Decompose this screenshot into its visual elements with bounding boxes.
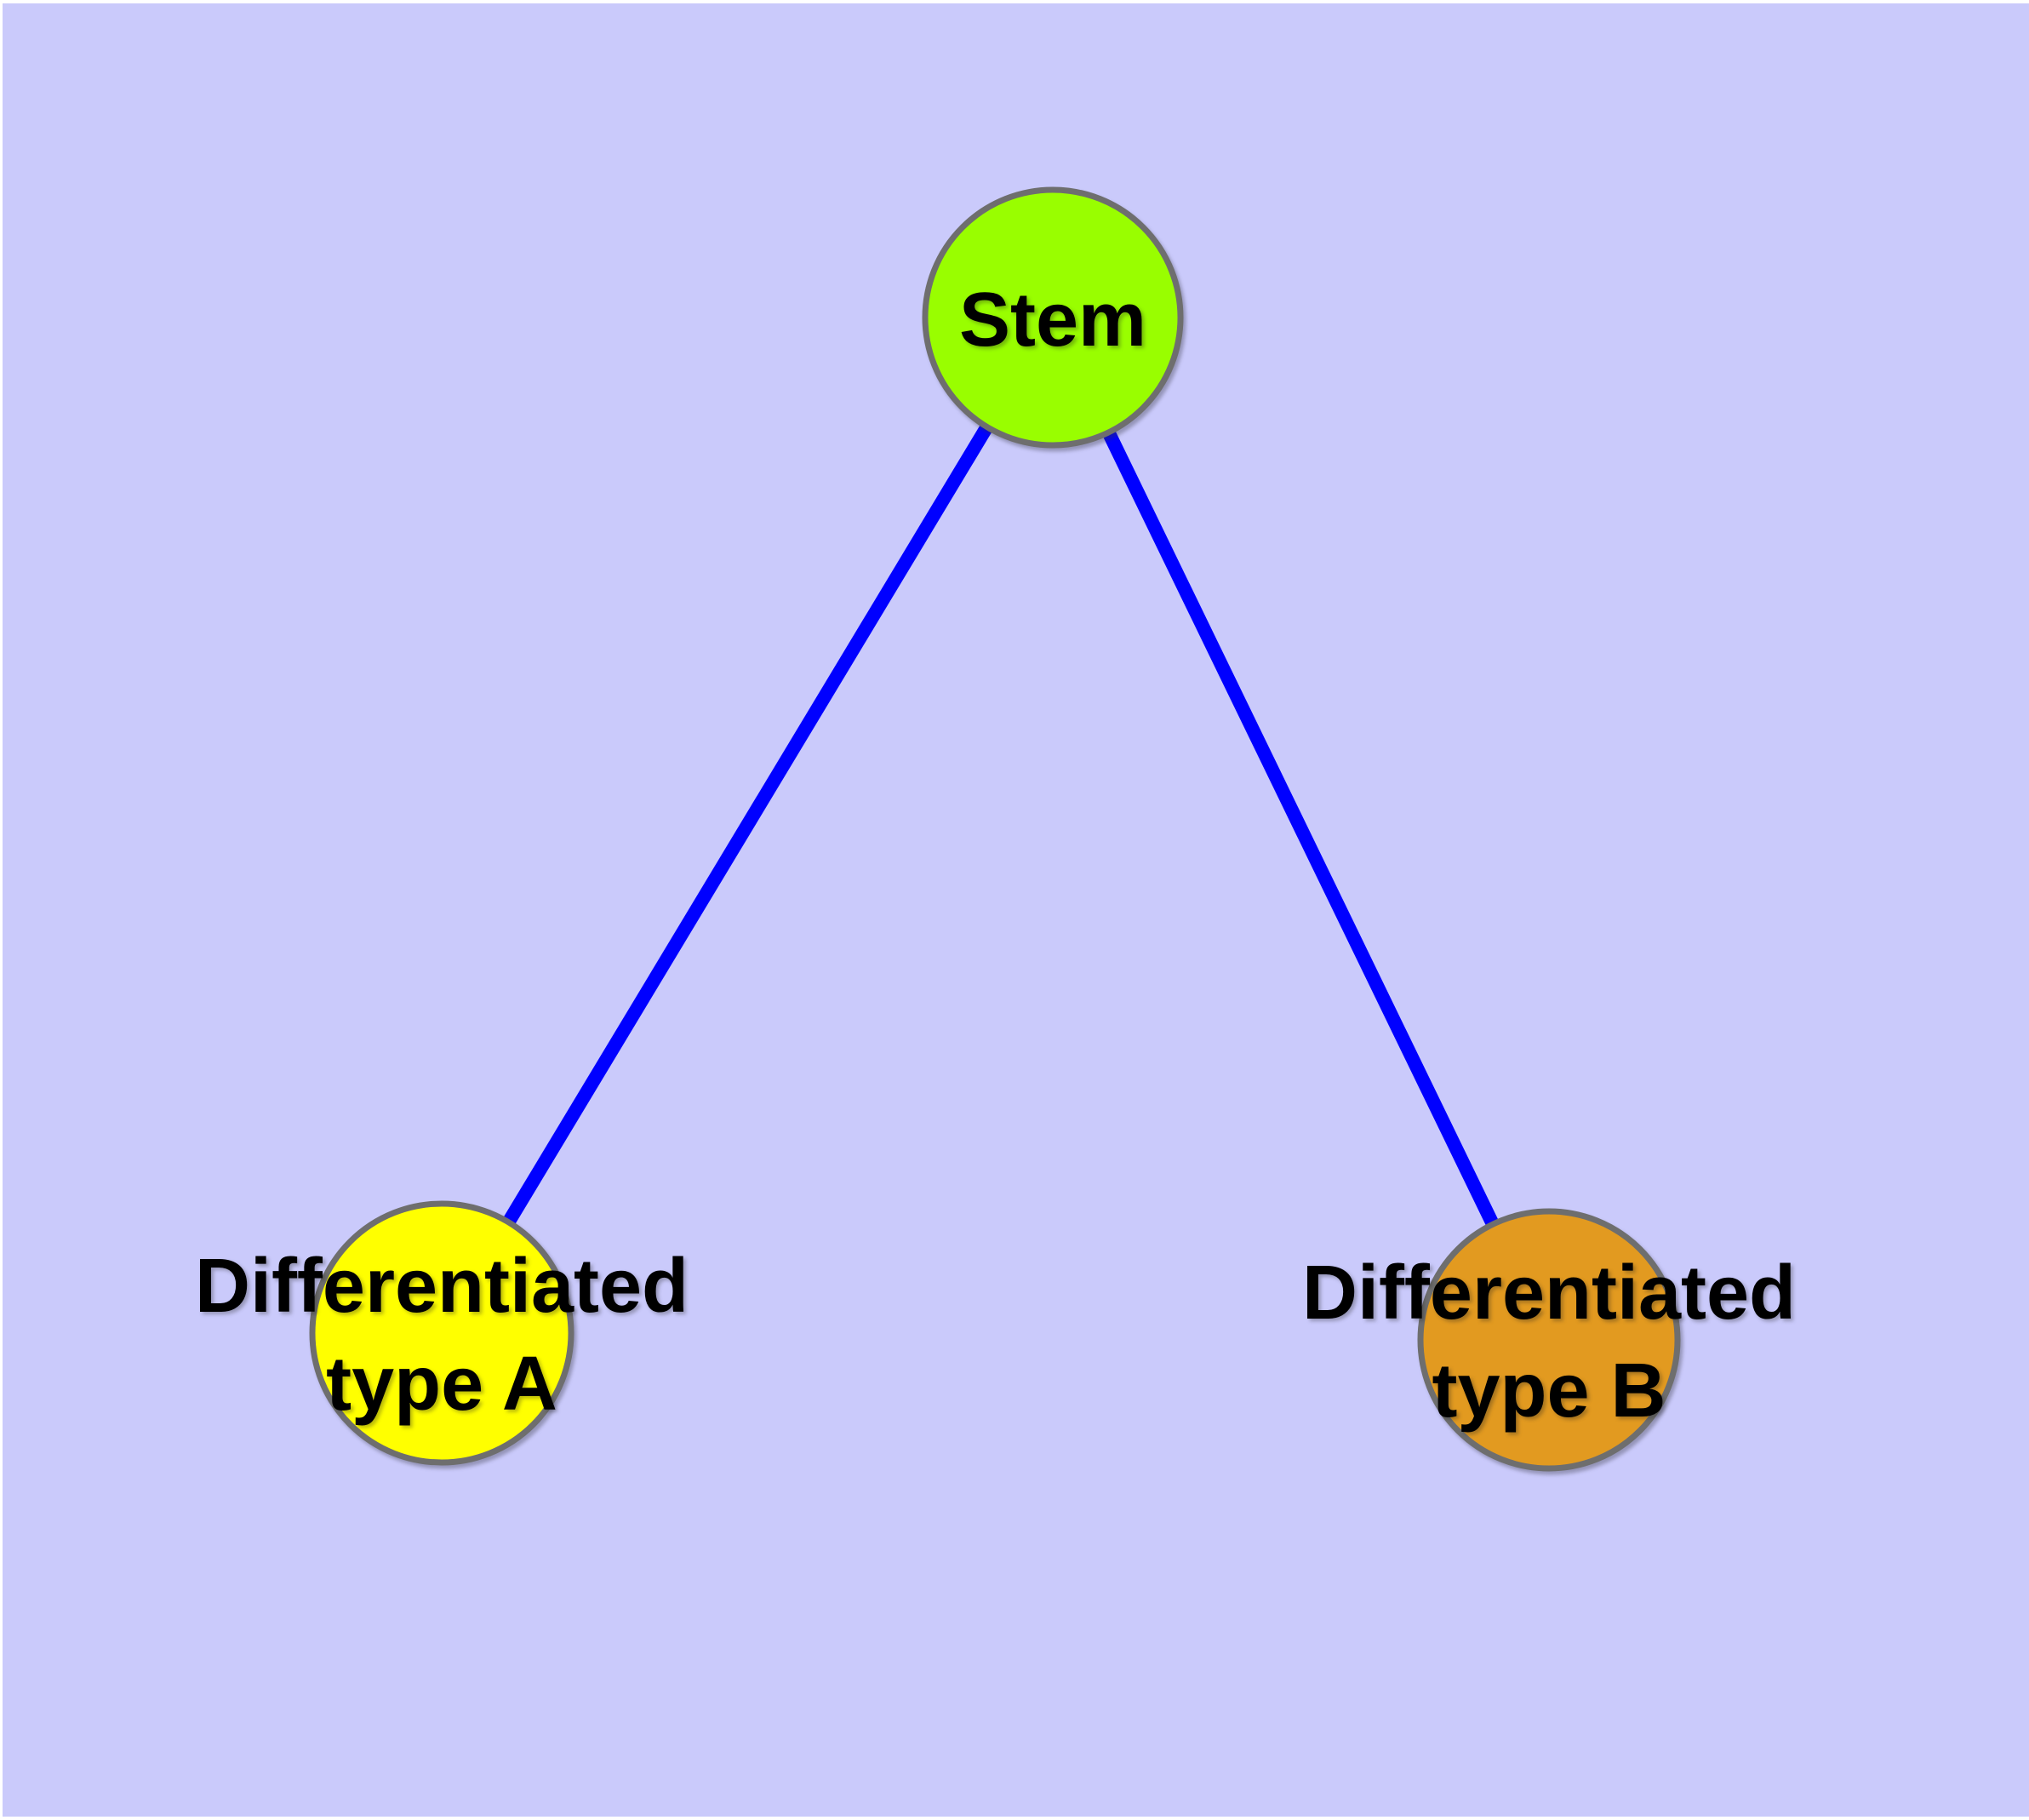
node-circle-stem — [922, 186, 1184, 449]
node-circle-differentiated-type-a — [309, 1200, 574, 1466]
node-differentiated-type-a: Differentiated type A — [195, 1200, 689, 1466]
node-stem: Stem — [922, 186, 1184, 449]
node-label-differentiated-type-b-line2: type B — [1432, 1348, 1666, 1434]
node-label-differentiated-type-b-line1: Differentiated — [1302, 1251, 1796, 1336]
edge-stem-to-differentiated-type-b — [1046, 314, 1556, 1343]
node-label-differentiated-type-a-line2: type A — [326, 1342, 557, 1427]
node-label-stem-line1: Stem — [959, 278, 1146, 363]
node-circle-differentiated-type-b — [1417, 1208, 1681, 1472]
edge-stem-to-differentiated-type-a — [436, 313, 1059, 1337]
node-label-differentiated-type-a-line1: Differentiated — [195, 1244, 689, 1329]
node-differentiated-type-b: Differentiated type B — [1302, 1208, 1796, 1472]
